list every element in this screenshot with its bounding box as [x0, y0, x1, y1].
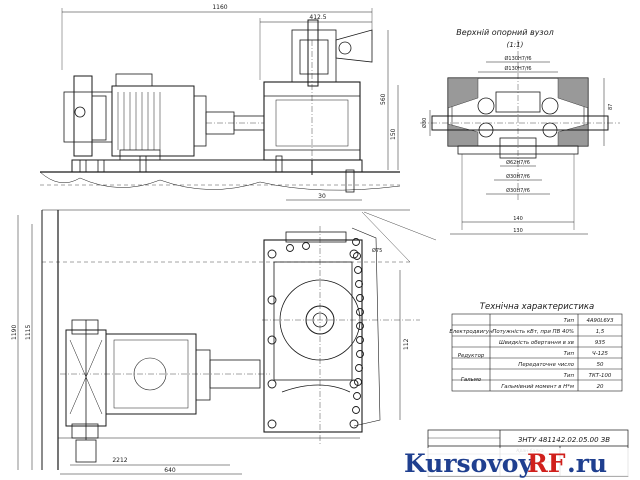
dim-plan-4: 640	[164, 467, 176, 474]
table-param: Тип	[564, 351, 575, 357]
watermark-text-1: Kursovoy	[404, 449, 534, 478]
side-elevation	[39, 8, 401, 193]
dim-plan-2: 1115	[25, 325, 32, 340]
dim-section-8: 87	[608, 104, 614, 110]
spec-table-frame	[451, 313, 623, 392]
dim-shaft-height: 150	[390, 128, 397, 140]
watermark-text-3: .ru	[567, 449, 607, 478]
dim-section-7: 130	[513, 228, 523, 234]
table-param: Швидкість обертання в хв	[499, 340, 574, 346]
table-value: 4А90L6У3	[586, 318, 614, 324]
table-param: Передаточне число	[518, 362, 574, 368]
bearing-section	[420, 40, 620, 235]
table-value: 1,5	[596, 329, 605, 335]
watermark-text-2: RF	[527, 449, 566, 478]
dim-plan-5: 30	[318, 193, 326, 200]
dim-section-9: Ø30	[421, 118, 428, 128]
dim-overall-length: 1160	[212, 4, 227, 11]
table-param: Потужність кВт, при ПВ 40%	[492, 329, 574, 335]
table-group-motor: Електродвигун	[449, 329, 493, 335]
table-value: 935	[595, 340, 606, 346]
table-value: 20	[597, 384, 604, 390]
plan-view	[17, 199, 437, 475]
table-param: Тип	[564, 318, 575, 324]
dim-section-4: Ø30Н7/f6	[506, 173, 530, 180]
spec-table: Електродвигун Редуктор Гальмо Тип Потужн…	[449, 318, 614, 390]
dim-section-2: Ø130Н7/f6	[504, 65, 531, 72]
dim-plan-3: 2212	[112, 457, 127, 464]
spec-table-title: Технічна характеристика	[480, 302, 594, 312]
section-title: Верхній опорний вузол	[456, 28, 553, 37]
dim-section-6: 140	[513, 216, 523, 222]
table-group-brake: Гальмо	[461, 377, 482, 383]
table-value: Ч-125	[592, 351, 609, 357]
dim-plan-6: 112	[403, 338, 410, 350]
table-param: Тип	[564, 373, 575, 379]
dim-reducer-length: 412.5	[309, 14, 326, 21]
dim-height: 560	[380, 93, 387, 105]
table-param: Гальмівний момент в Н*м	[501, 384, 574, 390]
drawing-code: ЗНТУ 481142.02.05.00 ЗВ	[518, 436, 610, 444]
section-scale: (1:1)	[507, 41, 524, 49]
dim-plan-7: Ø75	[372, 247, 382, 254]
dim-plan-1: 1190	[11, 325, 18, 340]
watermark-logo: Kursovoy RF .ru	[398, 448, 634, 478]
table-value: ТКТ-100	[589, 373, 612, 379]
dim-section-1: Ø130Н7/f6	[504, 55, 531, 62]
dim-section-5: Ø30Н7/f6	[506, 187, 530, 194]
dim-section-3: Ø62Н7/f6	[506, 159, 530, 166]
table-group-reducer: Редуктор	[458, 353, 485, 359]
table-value: 50	[597, 362, 604, 368]
